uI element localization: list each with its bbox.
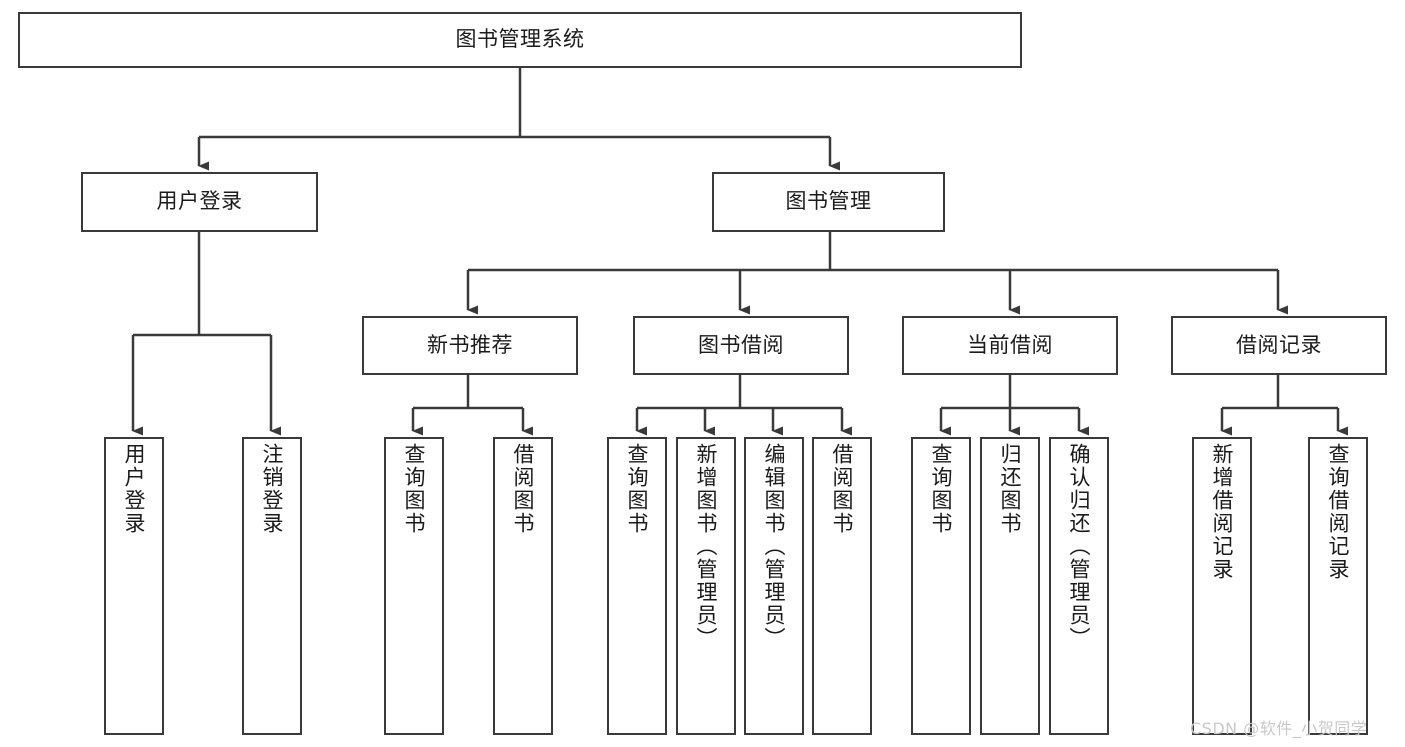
node-label: 用户登录 xyxy=(156,189,243,214)
leaf-confirm-return-admin[interactable]: 确认归还（管理员） xyxy=(1049,437,1109,735)
node-label: 借阅图书 xyxy=(511,443,536,535)
leaf-return-book[interactable]: 归还图书 xyxy=(980,437,1040,735)
node-label: 新增图书（管理员） xyxy=(694,443,719,650)
leaf-query-book-borrow[interactable]: 查询图书 xyxy=(607,437,667,735)
node-user-login[interactable]: 用户登录 xyxy=(81,172,318,232)
node-new-book-recommend[interactable]: 新书推荐 xyxy=(362,316,578,375)
node-book-management[interactable]: 图书管理 xyxy=(712,172,945,232)
node-label: 新书推荐 xyxy=(427,332,513,357)
leaf-add-borrow-record[interactable]: 新增借阅记录 xyxy=(1192,437,1252,735)
leaf-query-book-current[interactable]: 查询图书 xyxy=(911,437,971,735)
leaf-add-book-admin[interactable]: 新增图书（管理员） xyxy=(676,437,736,735)
leaf-query-book-newbook[interactable]: 查询图书 xyxy=(384,437,444,735)
node-label: 查询借阅记录 xyxy=(1326,443,1351,581)
node-label: 归还图书 xyxy=(998,443,1023,535)
node-book-borrow[interactable]: 图书借阅 xyxy=(633,316,849,375)
leaf-borrow-book-newbook[interactable]: 借阅图书 xyxy=(493,437,553,735)
leaf-user-login[interactable]: 用户登录 xyxy=(104,437,164,735)
node-label: 图书管理系统 xyxy=(455,27,585,52)
node-borrow-record[interactable]: 借阅记录 xyxy=(1171,316,1387,375)
node-label: 确认归还（管理员） xyxy=(1067,443,1092,650)
leaf-edit-book-admin[interactable]: 编辑图书（管理员） xyxy=(744,437,804,735)
node-label: 查询图书 xyxy=(929,443,954,535)
leaf-logout[interactable]: 注销登录 xyxy=(242,437,302,735)
node-label: 图书管理 xyxy=(785,189,872,214)
node-root-book-management-system[interactable]: 图书管理系统 xyxy=(18,12,1022,68)
leaf-query-borrow-record[interactable]: 查询借阅记录 xyxy=(1308,437,1368,735)
node-label: 新增借阅记录 xyxy=(1210,443,1235,581)
node-current-borrow[interactable]: 当前借阅 xyxy=(902,316,1118,375)
leaf-borrow-book[interactable]: 借阅图书 xyxy=(812,437,872,735)
node-label: 注销登录 xyxy=(260,443,285,535)
node-label: 借阅图书 xyxy=(830,443,855,535)
node-label: 查询图书 xyxy=(402,443,427,535)
node-label: 用户登录 xyxy=(122,443,147,535)
node-label: 当前借阅 xyxy=(967,332,1053,357)
node-label: 编辑图书（管理员） xyxy=(762,443,787,650)
node-label: 图书借阅 xyxy=(698,332,784,357)
node-label: 查询图书 xyxy=(625,443,650,535)
node-label: 借阅记录 xyxy=(1236,332,1322,357)
